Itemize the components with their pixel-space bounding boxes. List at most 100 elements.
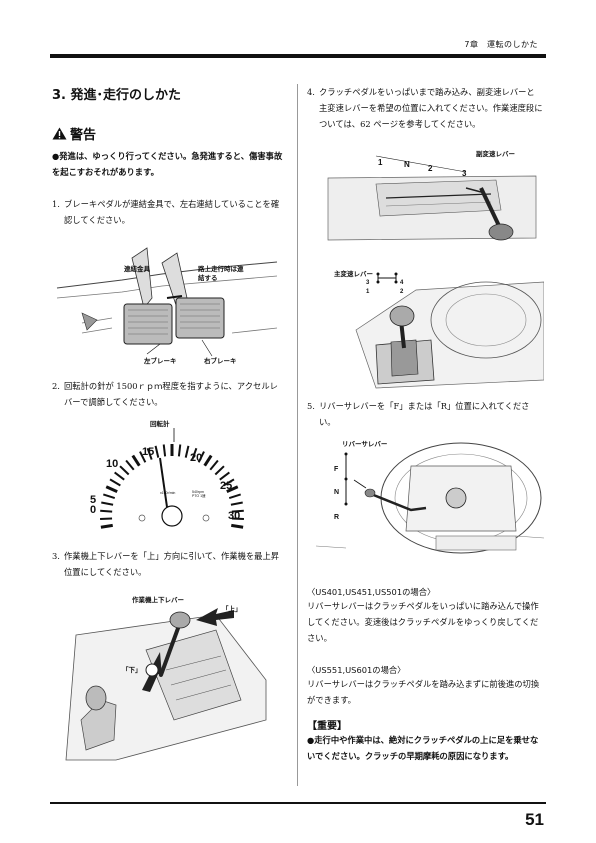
tacho-tick — [102, 493, 116, 500]
tacho-tick — [209, 459, 219, 471]
up-label: 「上」 — [222, 606, 242, 613]
tacho-tick — [214, 465, 225, 476]
sub-pos-2: 2 — [428, 164, 433, 173]
tacho-tick — [231, 509, 244, 513]
right-brake-label: 右ブレーキ — [204, 358, 237, 365]
step-number: 5. — [307, 401, 315, 411]
reverser-lever-label: リバーサレバー — [342, 441, 388, 448]
note-text: リバーサレバーはクラッチペダルを踏み込まずに前後進の切換ができます。 — [307, 679, 540, 705]
tacho-tick — [100, 523, 113, 529]
brake-pedal-drawing — [56, 247, 278, 357]
reverser-illustration: リバーサレバー F N R — [315, 436, 545, 560]
sub-shift-lever-label: 副変速レバー — [476, 151, 515, 158]
lift-lever-drawing — [65, 608, 267, 761]
step-text: ブレーキペダルが連結金具で、左右連結していることを確認してください。 — [64, 199, 280, 225]
step-5: 5. リバーサレバーを「F」または「R」位置に入れてください。 — [307, 398, 543, 430]
page-number: 51 — [525, 810, 544, 829]
important-box: 【重要】 ●走行中や作業中は、絶対にクラッチペダルの上に足を乗せないでください。… — [307, 717, 543, 764]
reverser-pos-f: F — [334, 466, 339, 473]
tacho-tick — [203, 454, 213, 467]
tacho-tick — [228, 493, 242, 500]
sub-pos-n: N — [404, 160, 410, 169]
step-text: リバーサレバーを「F」または「R」位置に入れてください。 — [319, 401, 530, 427]
reverser-drawing — [315, 442, 545, 554]
note-text: リバーサレバーはクラッチペダルをいっぱいに踏み込んで操作してください。変速後はク… — [307, 601, 539, 643]
tacho-tick — [146, 447, 153, 460]
warning-heading: 警告 — [52, 124, 96, 143]
step-1: 1. ブレーキペダルが連結金具で、左右連結していることを確認してください。 — [52, 196, 284, 228]
bottom-rule — [50, 802, 546, 804]
tacho-tick — [231, 517, 244, 521]
tick-label-15: 15 — [142, 446, 155, 458]
tacho-tick — [139, 451, 147, 463]
step-3: 3. 作業機上下レバーを「上」方向に引いて、作業機を最上昇位置にしてください。 — [52, 548, 284, 580]
step-number: 4. — [307, 87, 315, 97]
main-shift-lever-label: 主変速レバー — [334, 271, 373, 278]
tick-label-5: 5 — [90, 494, 97, 506]
tacho-unit: x100r/min — [160, 491, 176, 495]
tacho-tick — [101, 501, 114, 506]
warning-title: 警告 — [70, 128, 97, 143]
tick-label-30: 30 — [228, 510, 241, 522]
step-2: 2. 回転計の針が 1500ｒｐｍ程度を指すように、アクセルレバーで調節してくだ… — [52, 378, 284, 410]
tacho-tick — [219, 471, 230, 481]
chapter-header: 7章 運転のしかた — [464, 40, 538, 49]
important-title: 【重要】 — [307, 721, 347, 732]
main-gear-3: 3 — [366, 280, 370, 286]
tacho-tick — [125, 459, 135, 471]
tacho-tick — [119, 465, 130, 476]
step-text: 作業機上下レバーを「上」方向に引いて、作業機を最上昇位置にしてください。 — [64, 551, 280, 577]
main-gear-2: 2 — [400, 289, 404, 295]
reverser-pos-n: N — [334, 489, 340, 496]
section-title: 3. 発進･走行のしかた — [52, 88, 182, 103]
tick-label-10: 10 — [106, 458, 119, 470]
tacho-tick — [223, 478, 235, 487]
reverser-pos-r: R — [334, 514, 340, 521]
tacho-tick — [154, 445, 160, 458]
note-us401-501: 〈US401,US451,US501の場合〉 リバーサレバーはクラッチペダルをい… — [307, 586, 543, 646]
brake-pedal-illustration: 連結金具 路上走行時は連結する 左ブレーキ 右ブレーキ — [52, 238, 284, 370]
warning-icon — [52, 127, 67, 140]
tick-label-20: 20 — [190, 452, 203, 464]
main-shift-illustration: 主変速レバー 3 4 1 2 — [316, 250, 545, 390]
sub-pos-1: 1 — [378, 158, 383, 167]
tachometer-illustration: 回転計 0 5 10 15 20 25 30 x100r/min 540rpm … — [90, 418, 250, 530]
note-heading: 〈US401,US451,US501の場合〉 — [307, 587, 436, 597]
sub-pos-3: 3 — [462, 169, 467, 178]
connector-label: 連結金具 — [124, 266, 150, 273]
tacho-tick — [177, 444, 182, 457]
tachometer-drawing — [100, 428, 244, 529]
column-divider — [297, 84, 298, 786]
tacho-tick — [100, 517, 113, 521]
tick-label-0: 0 — [90, 504, 97, 516]
step-4: 4. クラッチペダルをいっぱいまで踏み込み、副変速レバーと主変速レバーを希望の位… — [307, 84, 543, 132]
tacho-tick — [197, 451, 205, 463]
step-number: 1. — [52, 199, 60, 209]
left-brake-label: 左ブレーキ — [144, 358, 177, 365]
tacho-tick — [191, 447, 198, 460]
tacho-tick — [100, 509, 113, 513]
tachometer-title: 回転計 — [150, 421, 170, 428]
lift-lever-illustration: 作業機上下レバー 「上」 「下」 — [56, 590, 284, 780]
tacho-tick — [131, 454, 141, 467]
step-number: 3. — [52, 551, 60, 561]
tacho-tick — [226, 485, 239, 493]
main-shift-drawing — [355, 272, 545, 389]
lift-lever-label: 作業機上下レバー — [132, 597, 184, 604]
tacho-tick — [230, 501, 243, 506]
step-text: クラッチペダルをいっぱいまで踏み込み、副変速レバーと主変速レバーを希望の位置に入… — [319, 87, 543, 129]
top-rule — [50, 54, 546, 58]
warning-text: ●発進は、ゆっくり行ってください。急発進すると、傷害事故を起こすおそれがあります… — [52, 151, 283, 177]
tacho-tick — [109, 478, 121, 487]
important-text: ●走行中や作業中は、絶対にクラッチペダルの上に足を乗せないでください。クラッチの… — [307, 735, 539, 761]
main-gear-1: 1 — [366, 289, 370, 295]
down-label: 「下」 — [122, 667, 142, 674]
road-travel-note: 路上走行時は連結する — [198, 266, 244, 282]
tacho-tick — [231, 523, 244, 529]
tacho-tick — [184, 445, 190, 458]
tick-label-25: 25 — [220, 480, 233, 492]
note-us551-601: 〈US551,US601の場合〉 リバーサレバーはクラッチペダルを踏み込まずに前… — [307, 664, 543, 708]
tacho-tick — [105, 485, 118, 493]
sub-shift-drawing — [327, 155, 537, 241]
note-heading: 〈US551,US601の場合〉 — [307, 665, 406, 675]
